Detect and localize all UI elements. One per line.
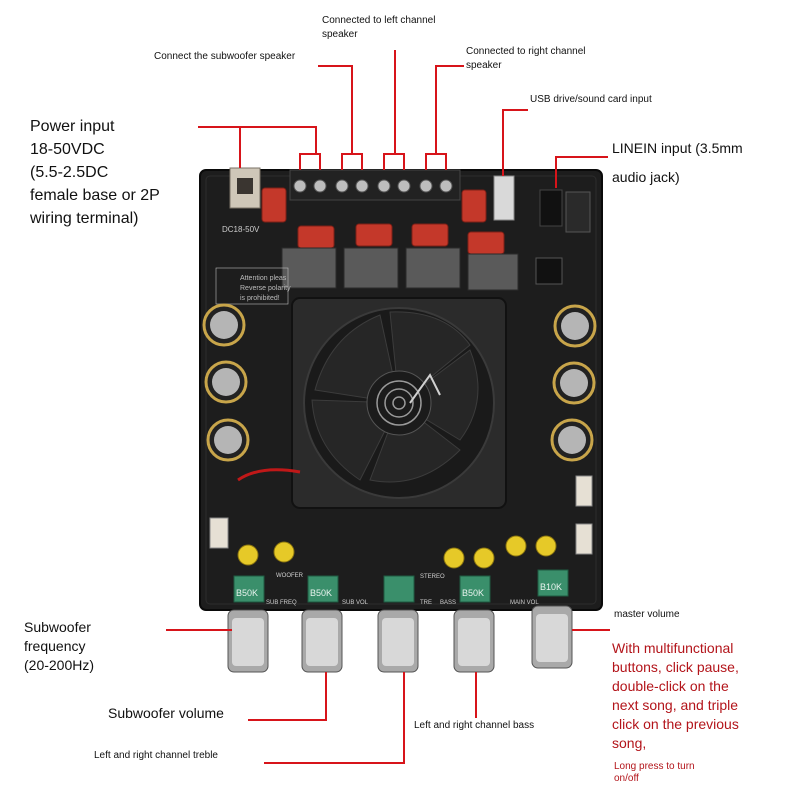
label-left-channel-line1: Connected to left channel	[322, 15, 436, 26]
fan-logo-ring-2	[384, 388, 414, 418]
side-connector-left	[209, 517, 229, 549]
linein-jack	[539, 189, 563, 227]
knobs	[227, 605, 573, 673]
label-multifunction-line6: song,	[612, 735, 647, 751]
label-subwoofer-freq-line3: (20-200Hz)	[24, 657, 95, 673]
label-multifunction-line4: next song, and triple	[612, 697, 739, 713]
film-capacitors	[261, 187, 505, 255]
label-power-line5: wiring terminal)	[30, 210, 139, 227]
label-usb-input: USB drive/sound card input	[530, 94, 652, 105]
label-multifunction-line3: double-click on the	[612, 678, 729, 694]
side-connector-right-2	[575, 523, 593, 555]
usb-port	[493, 175, 515, 221]
label-multifunction-line5: click on the previous	[612, 716, 739, 732]
label-power-line3: (5.5-2.5DC	[30, 164, 109, 181]
label-subwoofer-volume: Subwoofer volume	[108, 705, 224, 721]
label-long-press-line1: Long press to turn	[614, 761, 695, 772]
silk-warning-1: Attention pleas	[240, 275, 287, 282]
inductors	[281, 247, 519, 291]
leader-lines	[166, 50, 610, 764]
label-multifunction-line1: With multifunctional	[612, 640, 734, 656]
bluetooth-module	[565, 191, 591, 233]
label-power-line4: female base or 2P	[30, 187, 160, 204]
fan-logo-note	[409, 373, 441, 404]
silk-warning-3: is prohibited!	[240, 295, 280, 302]
label-right-channel-line1: Connected to right channel	[466, 46, 586, 57]
silk-dc-rating: DC18-50V	[222, 225, 260, 234]
label-long-press-line2: on/off	[614, 773, 639, 784]
silk-knob-5: B10K	[540, 582, 562, 592]
label-left-channel-line2: speaker	[322, 29, 358, 40]
silk-knob-2: B50K	[310, 588, 332, 598]
label-power-line1: Power input	[30, 118, 115, 135]
silk-stereo: STEREO	[420, 574, 445, 580]
label-multifunction-line2: buttons, click pause,	[612, 659, 739, 675]
fan-logo-ring-1	[376, 380, 422, 426]
dsp-chip	[535, 257, 563, 285]
label-right-channel-line2: speaker	[466, 60, 502, 71]
power-wire	[237, 468, 301, 482]
silk-warning-2: Reverse polarity	[240, 285, 291, 292]
silk-knob-4: B50K	[462, 588, 484, 598]
fan-logo-ring-3	[392, 396, 406, 410]
warning-box	[215, 267, 289, 305]
silk-woofer: WOOFER	[276, 573, 304, 579]
side-connector-right-1	[575, 475, 593, 507]
silk-tre: TRE	[420, 600, 432, 606]
label-treble: Left and right channel treble	[94, 750, 218, 761]
label-subwoofer-freq-line1: Subwoofer	[24, 619, 91, 635]
label-subwoofer-speaker: Connect the subwoofer speaker	[154, 51, 296, 62]
power-jack-hole	[237, 178, 253, 194]
silk-sub-freq: SUB FREQ	[266, 600, 297, 606]
potentiometers	[233, 569, 569, 603]
silk-bass: BASS	[440, 600, 456, 606]
label-subwoofer-freq-line2: frequency	[24, 638, 86, 654]
label-linein-line2: audio jack)	[612, 169, 680, 185]
silk-main-vol: MAIN VOL	[510, 600, 539, 606]
silk-sub-vol: SUB VOL	[342, 600, 369, 606]
electrolytic-capacitors	[202, 303, 597, 462]
silk-knob-1: B50K	[236, 588, 258, 598]
label-bass: Left and right channel bass	[414, 720, 535, 731]
small-caps	[237, 535, 557, 569]
label-linein-line1: LINEIN input (3.5mm	[612, 140, 743, 156]
label-master-volume: master volume	[614, 609, 680, 620]
terminal-screws	[293, 179, 453, 193]
label-power-line2: 18-50VDC	[30, 141, 105, 158]
